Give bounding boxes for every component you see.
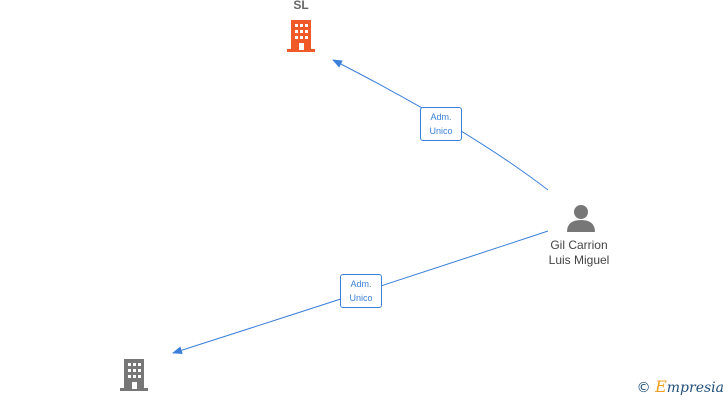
empresia-logo[interactable]: © Empresia [637, 377, 724, 396]
edge-label-bottom: Adm. Unico [340, 274, 382, 308]
edge-label-bottom-line1: Adm. [350, 279, 372, 289]
building-icon[interactable] [117, 357, 151, 393]
edge-label-top-line2: Unico [429, 126, 453, 136]
person-name-line1: Gil Carrion [550, 238, 608, 252]
person-name-line2: Luis Miguel [548, 253, 610, 267]
edge-label-top-line1: Adm. [430, 112, 452, 122]
brand-name: mpresia [666, 380, 724, 396]
person-name: Gil Carrion Luis Miguel [533, 238, 625, 268]
building-icon[interactable] [285, 18, 317, 54]
company-top-label: SL [293, 0, 309, 12]
edge-label-bottom-line2: Unico [349, 293, 373, 303]
person-icon[interactable] [565, 203, 597, 233]
edge-label-top: Adm. Unico [420, 107, 462, 141]
copyright-icon: © [636, 380, 651, 396]
brand-initial: E [655, 377, 667, 396]
